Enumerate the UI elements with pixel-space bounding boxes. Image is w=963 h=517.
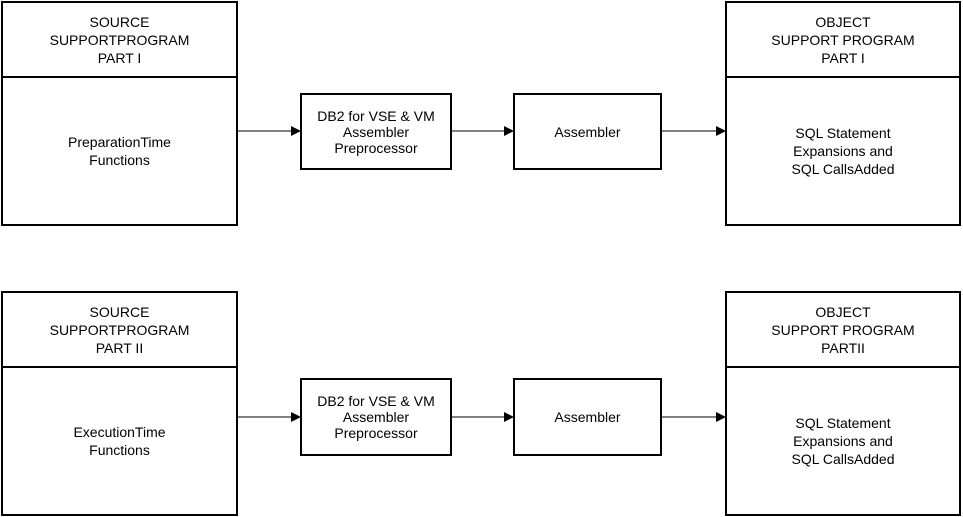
source-program-header: SOURCE SUPPORTPROGRAM PART I — [3, 3, 236, 78]
object-program-box-1: OBJECT SUPPORT PROGRAM PART I SQL Statem… — [725, 1, 961, 226]
preprocessor-box-1: DB2 for VSE & VM Assembler Preprocessor — [300, 93, 452, 170]
preprocessor-box-2: DB2 for VSE & VM Assembler Preprocessor — [300, 378, 452, 456]
source-program-header: SOURCE SUPPORTPROGRAM PART II — [3, 293, 236, 368]
object-program-body: SQL Statement Expansions and SQL CallsAd… — [791, 125, 895, 177]
source-program-box-2: SOURCE SUPPORTPROGRAM PART II ExecutionT… — [1, 291, 238, 516]
object-program-body: SQL Statement Expansions and SQL CallsAd… — [791, 415, 895, 467]
object-program-header: OBJECT SUPPORT PROGRAM PARTII — [727, 293, 959, 368]
source-program-body: PreparationTime Functions — [68, 134, 171, 168]
source-program-body: ExecutionTime Functions — [73, 424, 166, 458]
object-program-header: OBJECT SUPPORT PROGRAM PART I — [727, 3, 959, 78]
object-program-box-2: OBJECT SUPPORT PROGRAM PARTII SQL Statem… — [725, 291, 961, 516]
assembler-box-2: Assembler — [513, 378, 662, 456]
source-program-box-1: SOURCE SUPPORTPROGRAM PART I Preparation… — [1, 1, 238, 226]
assembler-box-1: Assembler — [513, 93, 662, 170]
